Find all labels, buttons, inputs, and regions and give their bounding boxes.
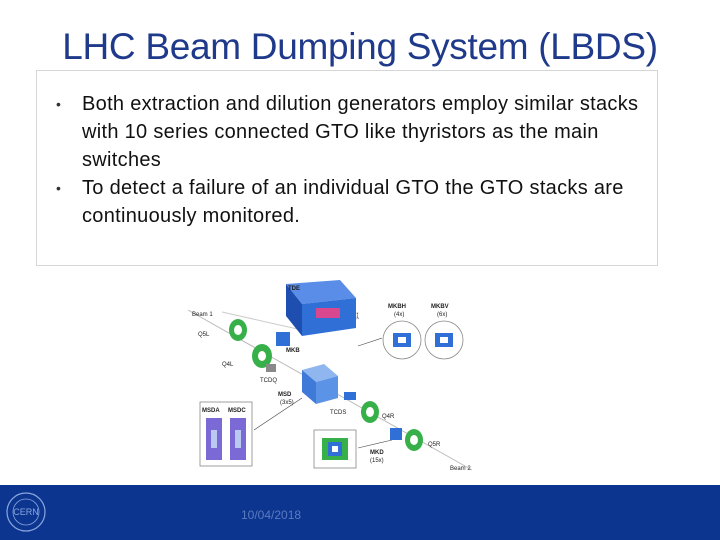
msd-count: (3x5) — [280, 400, 294, 406]
tcds-absorber — [344, 392, 356, 400]
tcdq-absorber — [266, 364, 276, 372]
q5l-label: Q5L — [198, 332, 210, 338]
beam1-label: Beam 1 — [192, 312, 213, 318]
mkbh-count: (4x) — [394, 312, 404, 318]
person-icon: 🚶 — [354, 312, 361, 320]
q5r-aperture — [410, 435, 418, 445]
msda-gap — [211, 430, 217, 448]
mkb-kicker — [276, 332, 290, 346]
mkd-label: MKD — [370, 450, 384, 456]
content-box — [36, 70, 658, 266]
callout-arrow — [357, 337, 383, 347]
mkb-label: MKB — [286, 348, 300, 354]
bullet-list: • Both extraction and dilution generator… — [56, 90, 656, 230]
tde-block-top — [286, 280, 356, 304]
beam-line — [221, 311, 303, 331]
tcdq-label: TCDQ — [260, 378, 277, 384]
msd-block-side — [302, 370, 316, 404]
footer-bar — [0, 485, 720, 540]
mkd-count: (15x) — [370, 458, 384, 464]
mkbv-label: MKBV — [431, 304, 449, 310]
tcds-label: TCDS — [330, 410, 346, 416]
bullet-item: • Both extraction and dilution generator… — [56, 90, 656, 174]
q4l-label: Q4L — [222, 362, 234, 368]
bullet-icon: • — [56, 180, 62, 196]
tde-label: TDE — [288, 286, 300, 292]
msdc-gap — [235, 430, 241, 448]
mkd-kicker — [390, 428, 402, 440]
q5l-aperture — [234, 325, 242, 335]
tde-core — [316, 308, 340, 318]
mkd-core — [332, 446, 338, 452]
bullet-item: • To detect a failure of an individual G… — [56, 174, 656, 230]
msda-label: MSDA — [202, 408, 220, 414]
bullet-icon: • — [56, 96, 62, 112]
beam2-label: Beam 2 — [450, 466, 471, 472]
svg-text:CERN: CERN — [13, 507, 39, 517]
mkbv-count: (6x) — [437, 312, 447, 318]
slide-title: LHC Beam Dumping System (LBDS) — [62, 26, 658, 67]
q4r-aperture — [366, 407, 374, 417]
footer-date: 10/04/2018 — [241, 508, 302, 522]
q4l-aperture — [258, 351, 266, 361]
callout-arrow — [357, 439, 393, 449]
msd-block-front — [316, 376, 338, 404]
msd-block-top — [302, 364, 338, 382]
bullet-text: To detect a failure of an individual GTO… — [82, 177, 624, 227]
q4r-label: Q4R — [382, 414, 395, 420]
cern-logo: CERN — [6, 492, 46, 532]
bullet-text: Both extraction and dilution generators … — [82, 93, 639, 171]
tde-block-side — [286, 284, 302, 336]
callout-arrow — [253, 397, 303, 431]
msdc-label: MSDC — [228, 408, 246, 414]
msd-label: MSD — [278, 392, 292, 398]
q5r-label: Q5R — [428, 442, 441, 448]
mkbv-aperture — [440, 337, 448, 343]
mkbh-label: MKBH — [388, 304, 406, 310]
mkbh-aperture — [398, 337, 406, 343]
lbds-diagram: TDE Beam 1 🚶 Q5L MKB Q4L TCDQ MKBH (4x) … — [187, 280, 473, 472]
